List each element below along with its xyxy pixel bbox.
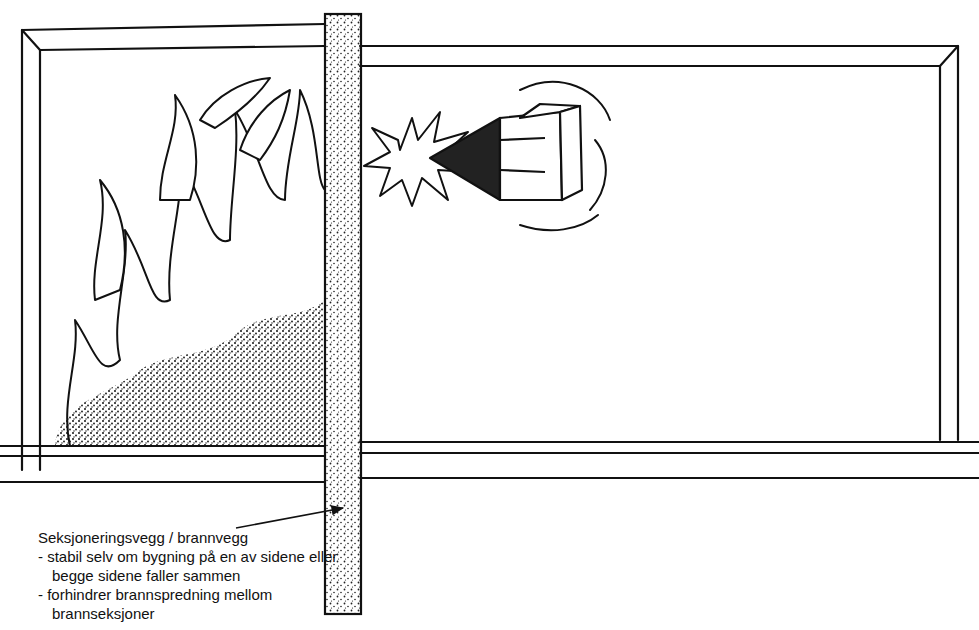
right-basement-line [360,477,979,479]
right-floor-under [360,452,979,454]
flying-block [430,104,582,200]
wall-property: - stabil selv om bygning på en av sidene… [38,547,342,585]
right-frame-outer [360,46,958,440]
annotation-block: Seksjoneringsvegg / brannvegg- stabil se… [38,528,358,623]
firewall [325,14,361,614]
leader-line [236,508,343,528]
right-floor [360,441,979,443]
wall-property: - forhindrer brannspredning mellom brann… [38,585,342,623]
right-frame-corner [940,46,958,66]
wall-title: Seksjoneringsvegg / brannvegg [38,528,328,547]
flames [67,78,325,446]
motion-lines [520,82,610,230]
left-frame-corner [22,30,40,50]
left-basement-line [0,481,325,483]
left-floor-under [0,455,325,457]
left-frame-inner [40,46,325,470]
smoke-stipple [55,300,325,446]
right-frame-inner [360,66,940,440]
left-frame-outer [22,24,325,470]
